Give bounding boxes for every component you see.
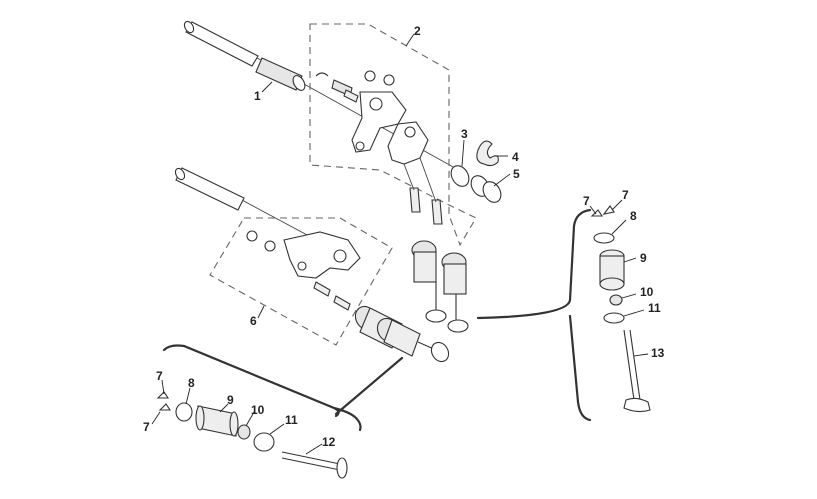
label-3: 3 (461, 127, 468, 141)
label-right-11: 11 (648, 301, 661, 315)
label-4: 4 (512, 150, 519, 164)
bottom-valve-parts (156, 391, 348, 479)
label-right-7b: 7 (622, 188, 629, 202)
label-bottom-9: 9 (227, 393, 234, 407)
label-right-7a: 7 (583, 194, 590, 208)
label-bottom-12: 12 (322, 435, 336, 449)
label-bottom-10: 10 (251, 403, 265, 417)
label-6: 6 (250, 314, 257, 328)
group-6-outline (209, 217, 393, 346)
label-right-9: 9 (640, 251, 647, 265)
rocker-arm-assembly-lower (246, 230, 361, 311)
center-valves (354, 240, 469, 363)
label-right-8: 8 (630, 209, 637, 223)
bottom-bracket (162, 344, 404, 432)
label-right-13: 13 (651, 346, 665, 360)
label-2: 2 (414, 24, 421, 38)
rocker-arm-assembly-upper (315, 70, 443, 225)
thrust-washer (450, 165, 470, 187)
label-right-10: 10 (640, 285, 654, 299)
label-5: 5 (513, 167, 520, 181)
leader-lines (151, 33, 649, 455)
right-valve-parts (590, 205, 651, 413)
label-bottom-7b: 7 (143, 420, 150, 434)
rocker-return-spring (476, 140, 499, 167)
label-bottom-8: 8 (188, 376, 195, 390)
spring-retainer-5 (470, 175, 502, 203)
label-1: 1 (254, 89, 261, 103)
right-bracket (476, 208, 592, 422)
label-bottom-7a: 7 (156, 369, 163, 383)
label-bottom-11: 11 (285, 413, 298, 427)
